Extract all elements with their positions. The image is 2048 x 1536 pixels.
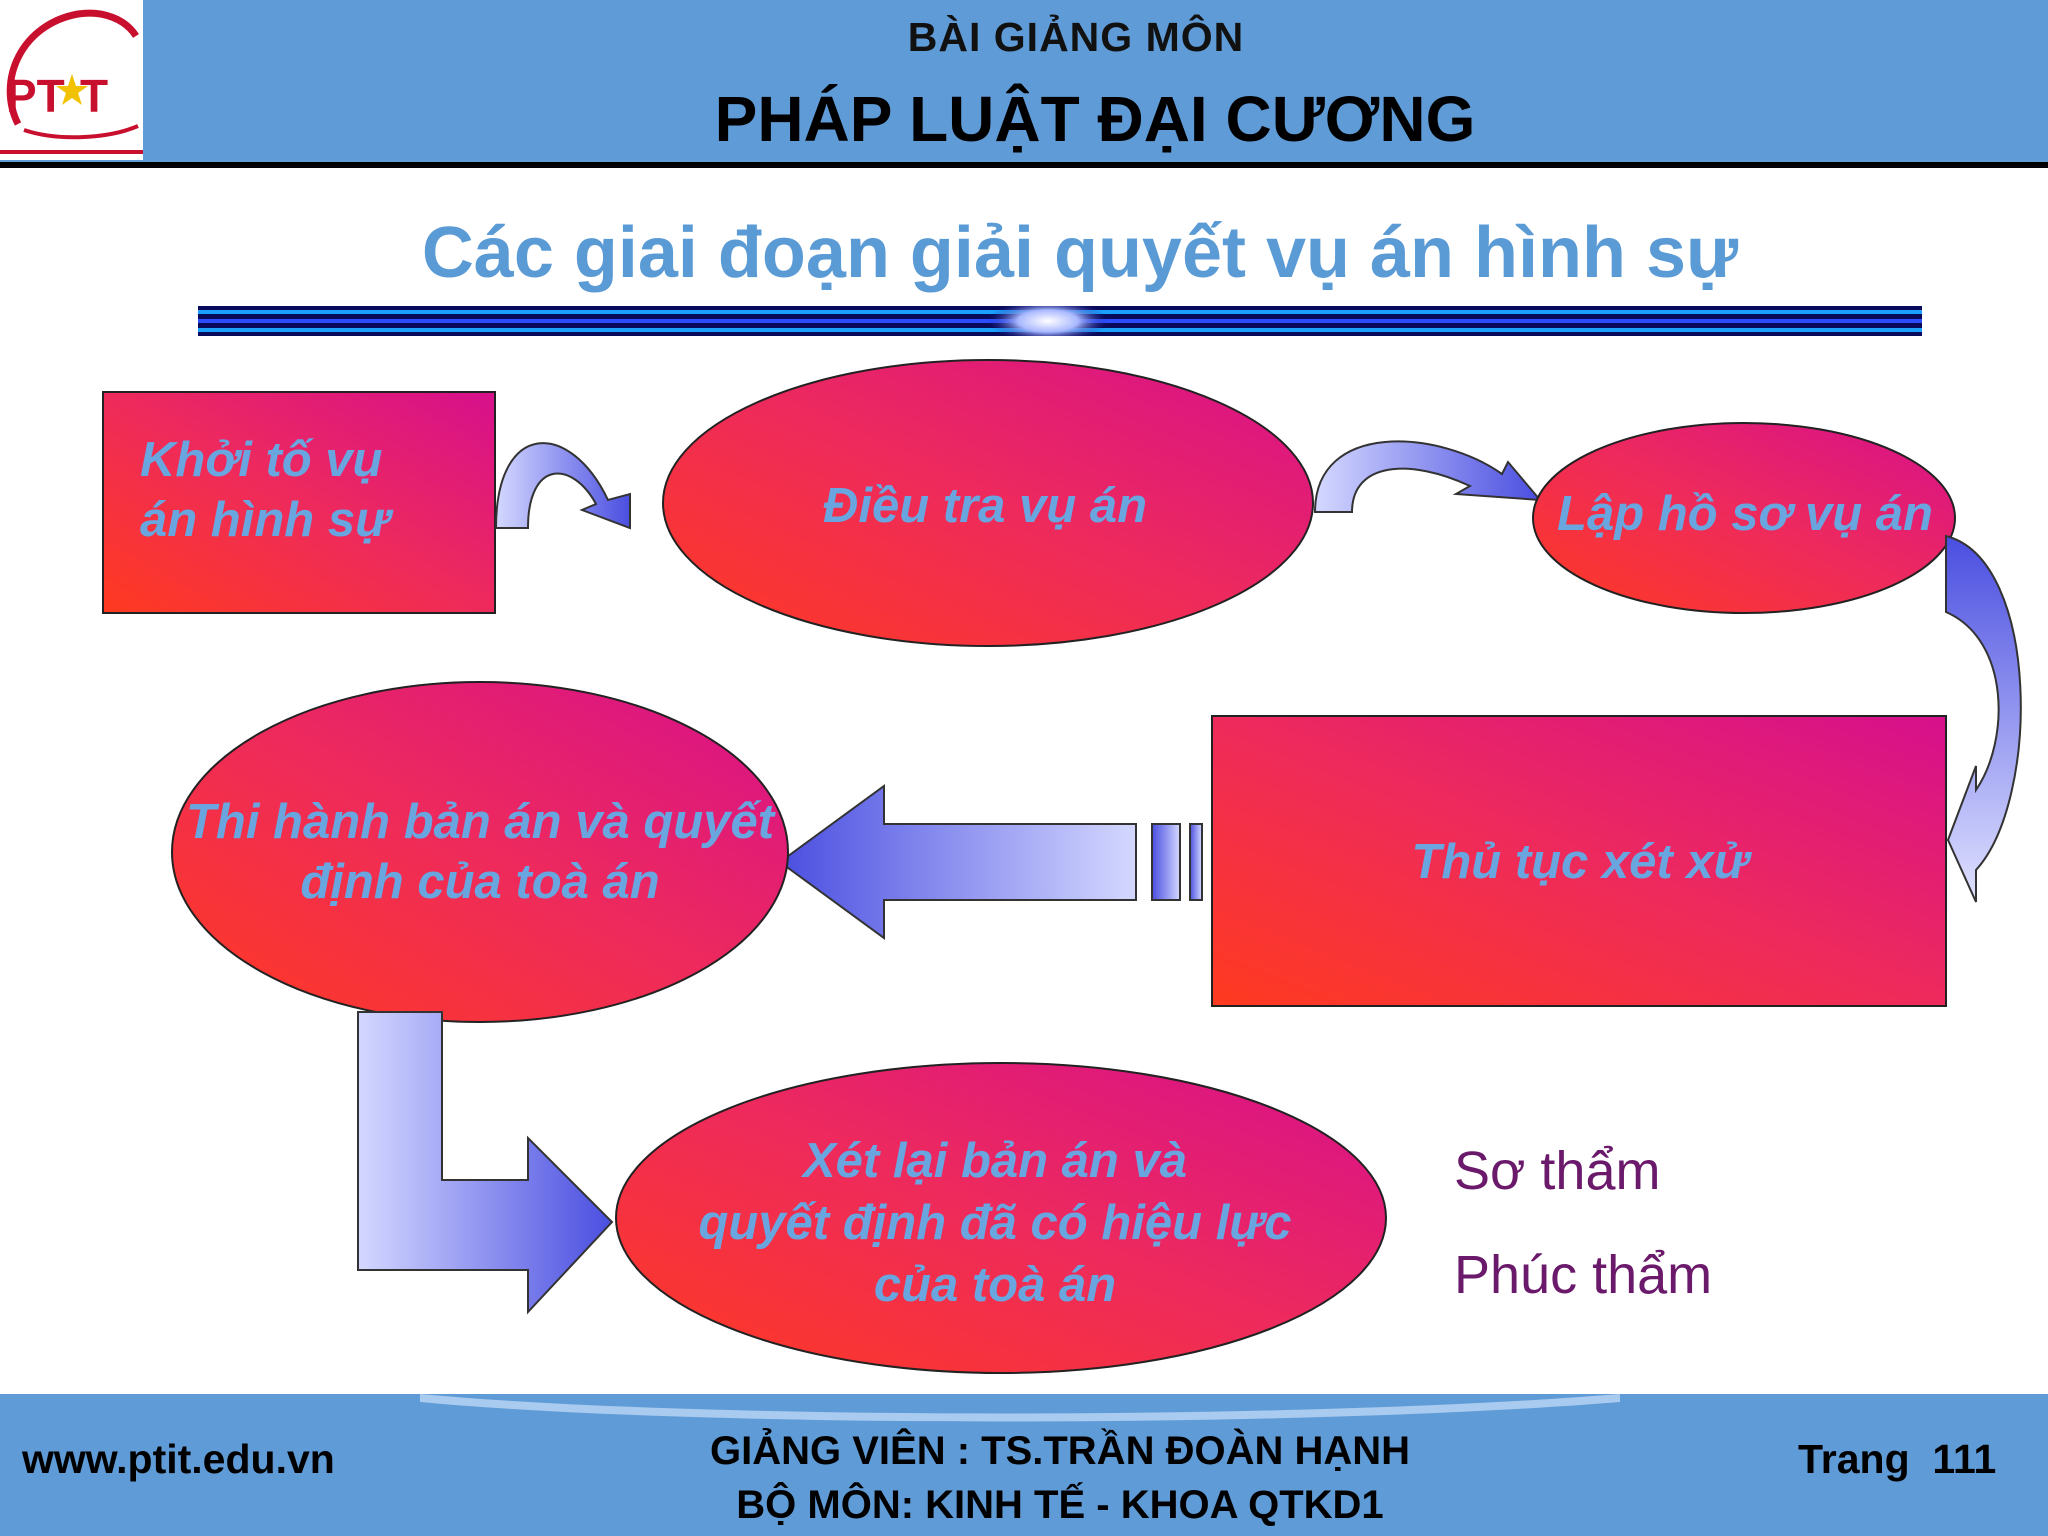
header-bar [0,0,2048,162]
svg-text:PT: PT [6,70,65,122]
title-divider [198,306,1922,336]
node-thi-hanh [171,681,789,1023]
arrow-thi-hanh-to-xet-lai [357,1011,614,1315]
node-khoi-to-line2: án hình sự [140,493,391,547]
arrow-thu-tuc-to-thi-hanh [778,784,1137,940]
footer-lecturer: GIẢNG VIÊN : TS.TRẦN ĐOÀN HẠNH [710,1429,1410,1473]
arrow-stripe-2 [1151,823,1181,901]
arrow-lap-ho-so-to-thu-tuc [1945,534,2022,903]
node-xet-lai-text: Xét lại bản án và quyết định đã có hiệu … [640,1130,1350,1316]
node-xet-lai-line1: Xét lại bản án và [803,1134,1187,1188]
node-xet-lai-line2: quyết định đã có hiệu lực [698,1196,1292,1250]
node-lap-ho-so [1532,422,1956,614]
node-thi-hanh-text: Thi hành bản án và quyết định của toà án [150,792,810,912]
svg-text:T: T [80,70,108,122]
header-divider [0,162,2048,168]
note-phuc-tham: Phúc thẩm [1454,1245,1713,1305]
node-xet-lai [615,1062,1387,1374]
footer-lecturer-block: GIẢNG VIÊN : TS.TRẦN ĐOÀN HẠNH BỘ MÔN: K… [560,1424,1560,1532]
node-khoi-to-line1: Khởi tố vụ [140,433,383,487]
arrow-stripe-1 [1189,823,1203,901]
footer-wave [420,1394,1620,1422]
note-so-tham: Sơ thẩm [1454,1141,1661,1201]
page-number: Trang 111 [1798,1436,1997,1482]
footer-bar [0,1394,2048,1536]
node-thu-tuc [1211,715,1947,1007]
node-khoi-to-text: Khởi tố vụ án hình sự [140,430,480,550]
ptit-logo-icon: PT T [0,9,143,154]
node-dieu-tra-text: Điều tra vụ án [822,479,1148,533]
footer-department: BỘ MÔN: KINH TẾ - KHOA QTKD1 [736,1483,1384,1527]
course-title: PHÁP LUẬT ĐẠI CƯƠNG [714,83,1476,155]
node-thu-tuc-text: Thủ tục xét xử [1411,835,1749,889]
node-lap-ho-so-text: Lập hồ sơ vụ án [1557,487,1933,541]
arrow-dieu-tra-to-lap-ho-so [1313,440,1543,513]
node-dieu-tra [662,359,1314,647]
arrow-khoi-to-to-dieu-tra [494,442,631,530]
node-thi-hanh-line2: định của toà án [300,855,660,909]
slide-title: Các giai đoạn giải quyết vụ án hình sự [421,213,1739,293]
footer-website-link[interactable]: www.ptit.edu.vn [22,1436,335,1482]
node-khoi-to [102,391,496,614]
ptit-logo[interactable]: PT T [0,0,143,160]
node-thi-hanh-line1: Thi hành bản án và quyết [185,795,775,849]
node-xet-lai-line3: của toà án [873,1258,1117,1312]
course-label: BÀI GIẢNG MÔN [907,14,1245,60]
